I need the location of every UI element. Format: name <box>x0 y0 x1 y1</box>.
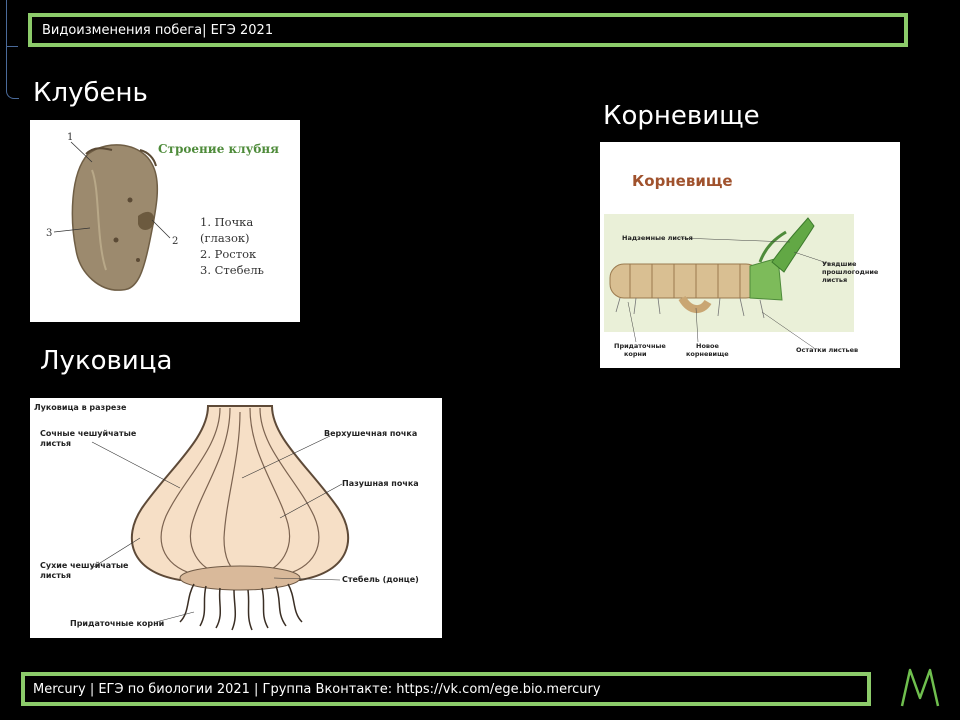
bulb-label-juicy-2: листья <box>40 439 71 448</box>
bulb-label-axillary: Пазушная почка <box>342 479 419 488</box>
tuber-figure: 1 3 2 Строение клубня 1. Почка (глазок) … <box>30 120 300 322</box>
rhizome-label-remains: Остатки листьев <box>796 346 858 354</box>
rhizome-label-dead-3: листья <box>822 276 847 284</box>
tuber-label-1: 1. Почка <box>200 215 253 229</box>
rhizome-label-adv-1: Придаточные <box>614 342 666 350</box>
header-title: Видоизменения побега| ЕГЭ 2021 <box>42 22 274 38</box>
rhizome-figure: Корневище Надземные листья Увядшие прошл… <box>600 142 900 368</box>
bulb-label-roots: Придаточные корни <box>70 619 164 628</box>
heading-tuber: Клубень <box>33 78 148 108</box>
bulb-label-stem: Стебель (донце) <box>342 574 419 584</box>
rhizome-figure-title: Корневище <box>632 172 733 190</box>
bulb-base <box>179 565 301 591</box>
mercury-logo <box>900 668 940 707</box>
rhizome-label-new-1: Новое <box>696 342 719 350</box>
rhizome-body <box>609 263 761 299</box>
footer-bar: Mercury | ЕГЭ по биологии 2021 | Группа … <box>21 672 871 706</box>
bulb-label-apical: Верхушечная почка <box>324 429 417 438</box>
rhizome-label-above: Надземные листья <box>622 234 693 242</box>
decorative-bracket <box>6 0 19 99</box>
header-bar: Видоизменения побега| ЕГЭ 2021 <box>28 13 908 47</box>
bulb-label-juicy-1: Сочные чешуйчатые <box>40 429 137 438</box>
tuber-sprout <box>138 211 155 230</box>
tuber-label-2: (глазок) <box>200 231 250 245</box>
rhizome-label-dead-2: прошлогодние <box>822 268 879 276</box>
rhizome-label-adv-2: корни <box>624 350 647 358</box>
bulb-figure: Луковица в разрезе Сочные чешуйчатые лис… <box>30 398 442 638</box>
tuber-marker-3: 3 <box>46 228 52 239</box>
tuber-marker-2: 2 <box>172 236 178 247</box>
heading-rhizome: Корневище <box>603 101 760 131</box>
tuber-label-4: 3. Стебель <box>200 263 264 277</box>
footer-text: Mercury | ЕГЭ по биологии 2021 | Группа … <box>33 681 601 697</box>
tuber-marker-1: 1 <box>67 132 73 143</box>
rhizome-label-dead-1: Увядшие <box>822 260 857 268</box>
tuber-figure-title: Строение клубня <box>158 142 279 156</box>
rhizome-label-new-2: корневище <box>686 350 729 358</box>
bulb-figure-title: Луковица в разрезе <box>34 403 127 412</box>
tuber-label-3: 2. Росток <box>200 247 257 261</box>
tuber-body <box>71 144 159 291</box>
heading-bulb: Луковица <box>40 346 173 376</box>
bulb-label-dry-2: листья <box>40 571 71 580</box>
rhizome-shoot <box>771 217 815 273</box>
bulb-body <box>130 405 350 581</box>
bulb-label-dry-1: Сухие чешуйчатые <box>40 561 129 570</box>
